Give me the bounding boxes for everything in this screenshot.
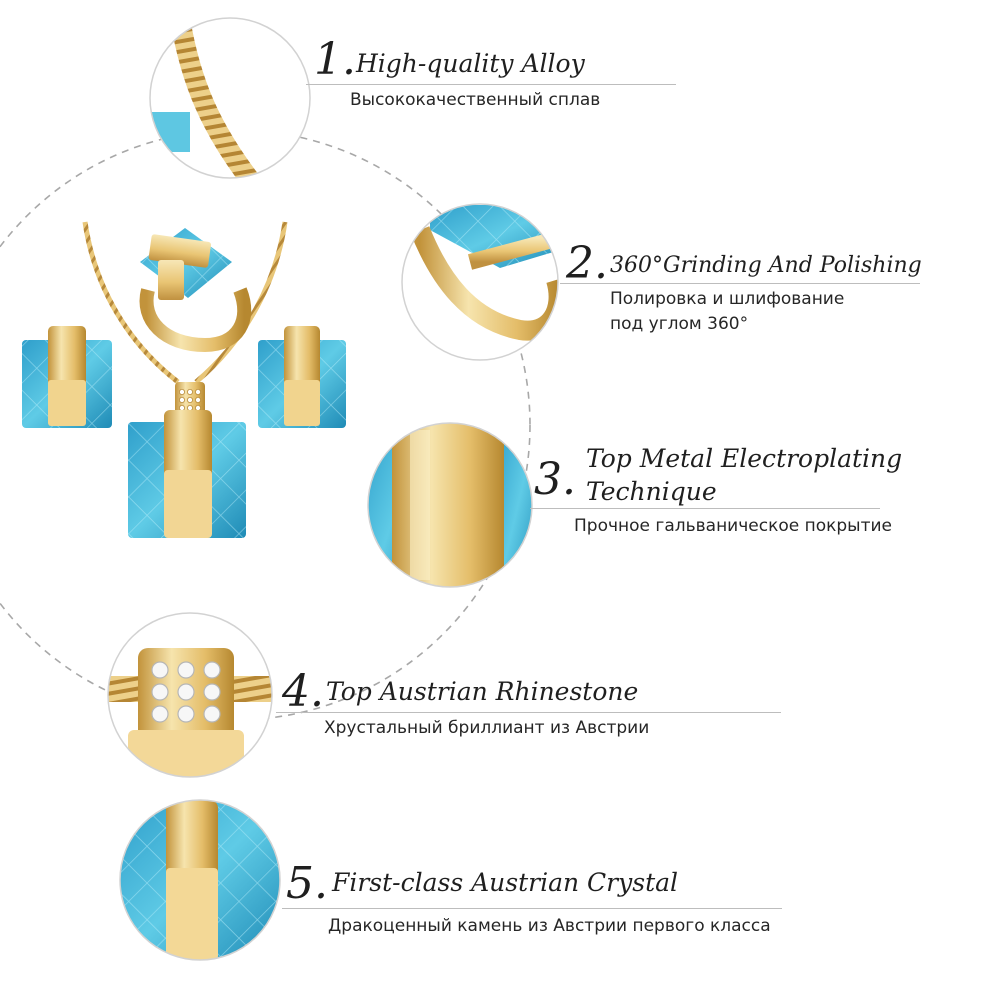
feature-subtitle-line-1: Полировка и шлифование xyxy=(610,289,845,309)
rhinestone-bail-icon xyxy=(107,612,273,778)
left-earring-icon xyxy=(22,326,112,428)
feature-number: 5. xyxy=(286,858,328,909)
necklace-chain-icon xyxy=(82,221,288,384)
feature-number: 3. xyxy=(534,454,576,505)
feature-number: 1. xyxy=(314,34,356,85)
feature-title-line-1: Top Metal Electroplating xyxy=(586,444,903,473)
feature-subtitle-line-2: под углом 360° xyxy=(610,314,749,334)
ring-icon xyxy=(139,228,252,353)
divider-line xyxy=(530,508,880,509)
gold-plating-icon xyxy=(367,422,533,588)
right-earring-icon xyxy=(258,326,346,428)
pendant-icon xyxy=(128,382,246,538)
feature-title: Top Austrian Rhinestone xyxy=(326,677,639,706)
divider-line xyxy=(560,283,920,284)
divider-line xyxy=(276,712,781,713)
feature-title: 360°Grinding And Polishing xyxy=(610,253,922,278)
feature-title-line-2: Technique xyxy=(586,477,717,506)
divider-line xyxy=(306,84,676,85)
divider-line xyxy=(282,908,782,909)
dashed-guide-circle xyxy=(0,129,531,721)
feature-subtitle: Высококачественный сплав xyxy=(350,90,601,110)
feature-number: 4. xyxy=(282,666,324,717)
feature-subtitle: Хрустальный бриллиант из Австрии xyxy=(324,718,650,738)
feature-title: First-class Austrian Crystal xyxy=(332,868,679,897)
feature-title: High-quality Alloy xyxy=(356,49,585,78)
feature-number: 2. xyxy=(566,238,608,289)
ring-detail-icon xyxy=(401,203,559,361)
crystal-pendant-icon xyxy=(119,799,281,961)
snake-chain-icon xyxy=(149,17,311,179)
feature-subtitle: Дракоценный камень из Австрии первого кл… xyxy=(328,916,771,936)
feature-subtitle: Прочное гальваническое покрытие xyxy=(574,516,893,536)
